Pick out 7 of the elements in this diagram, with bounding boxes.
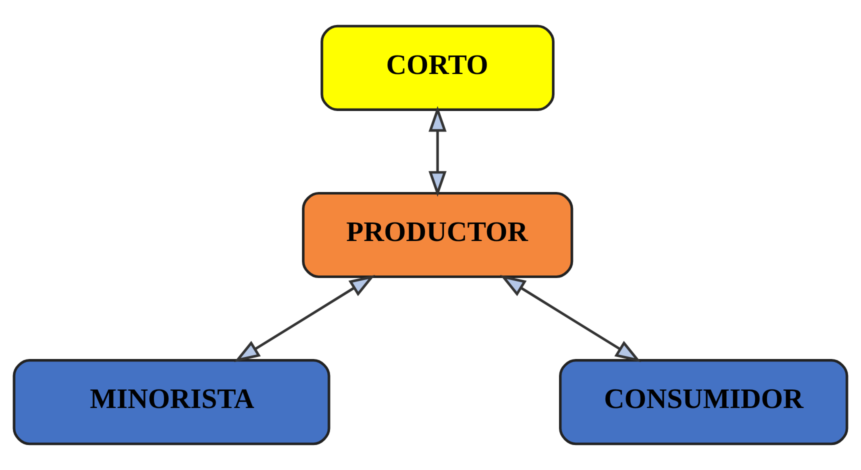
arrow	[428, 106, 447, 197]
node-box: MINORISTA	[12, 359, 330, 446]
node-box: CORTO	[320, 24, 555, 111]
node-box: CONSUMIDOR	[559, 359, 848, 446]
node-box: PRODUCTOR	[302, 192, 574, 278]
arrow	[234, 274, 376, 362]
arrow	[500, 274, 641, 362]
